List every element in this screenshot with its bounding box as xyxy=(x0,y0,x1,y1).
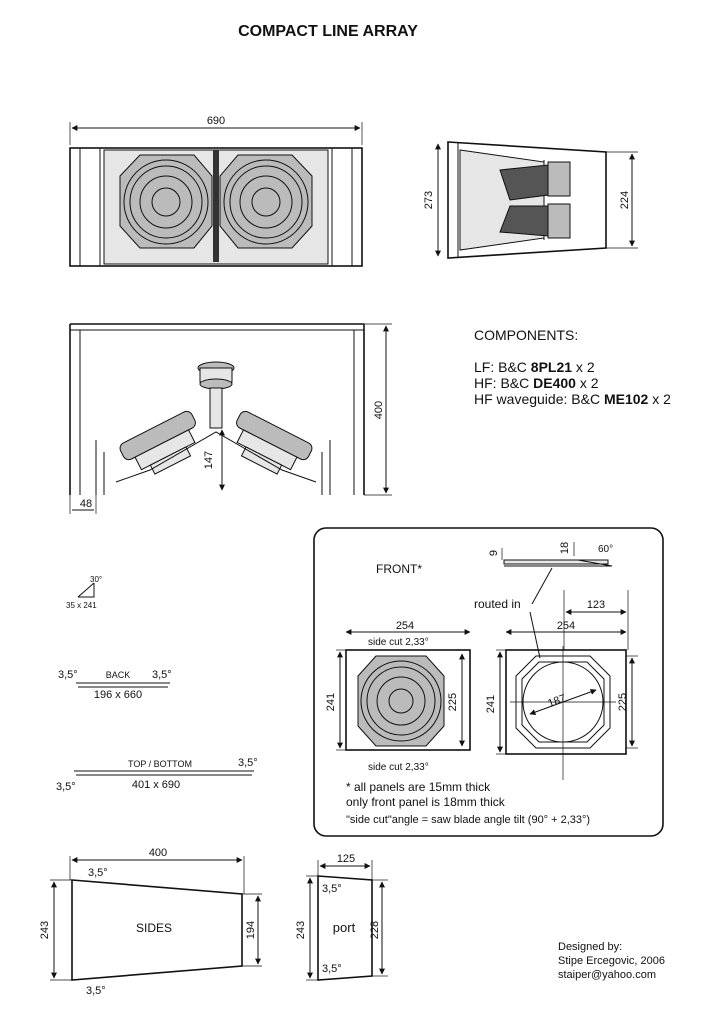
front-inner-right-label: 225 xyxy=(617,693,629,711)
front-width-left-label: 254 xyxy=(396,620,414,632)
hole-diameter-label: 187 xyxy=(546,692,567,710)
component-lf: LF: B&C 8PL21 x 2 xyxy=(474,359,595,375)
side-view: 273 224 xyxy=(423,141,638,259)
port-width-label: 125 xyxy=(337,853,355,865)
port-angle-top: 3,5° xyxy=(322,883,342,895)
sides-angle-top: 3,5° xyxy=(88,867,108,879)
top-bottom-angle-right: 3,5° xyxy=(238,757,258,769)
component-hf: HF: B&C DE400 x 2 xyxy=(474,375,599,391)
side-height-right-label: 224 xyxy=(619,191,631,209)
port-angle-bottom: 3,5° xyxy=(322,963,342,975)
front-width-right-label: 254 xyxy=(557,620,575,632)
sides-width-label: 400 xyxy=(149,847,167,859)
front-panel-label: FRONT* xyxy=(376,562,422,576)
sides-height-right-label: 194 xyxy=(245,921,257,939)
credits-line-3: staiper@yahoo.com xyxy=(558,969,656,981)
routed-in-label: routed in xyxy=(474,597,521,611)
angle-60-label: 60° xyxy=(598,544,613,555)
top-offset-label: 48 xyxy=(80,498,92,510)
front-width-label: 690 xyxy=(207,115,225,127)
component-waveguide: HF waveguide: B&C ME102 x 2 xyxy=(474,391,671,407)
sides-label: SIDES xyxy=(136,921,172,935)
port-label: port xyxy=(333,920,356,935)
back-angle-right: 3,5° xyxy=(152,669,172,681)
top-bottom-label: TOP / BOTTOM xyxy=(128,759,192,769)
front-height-right-label: 241 xyxy=(485,695,497,713)
back-panel: 3,5° BACK 3,5° 196 x 660 xyxy=(58,669,172,701)
dim-18-label: 18 xyxy=(559,542,571,554)
side-height-left-label: 273 xyxy=(423,191,435,209)
port-height-right-label: 228 xyxy=(369,921,381,939)
top-bottom-panel: TOP / BOTTOM 3,5° 3,5° 401 x 690 xyxy=(56,757,258,793)
front-view: 690 xyxy=(69,115,363,267)
brace-size-label: 35 x 241 xyxy=(66,601,97,610)
back-size-label: 196 x 660 xyxy=(94,689,142,701)
components-list: COMPONENTS: LF: B&C 8PL21 x 2 HF: B&C DE… xyxy=(474,327,671,407)
credits-line-2: Stipe Ercegovic, 2006 xyxy=(558,955,665,967)
top-view: 147 400 48 xyxy=(69,323,392,514)
port-panel: 125 243 228 3,5° port 3,5° xyxy=(295,853,388,981)
brace-part: 30° 35 x 241 xyxy=(66,575,102,610)
dim-9-label: 9 xyxy=(488,550,500,556)
sides-angle-bottom: 3,5° xyxy=(86,985,106,997)
back-label: BACK xyxy=(106,670,131,680)
side-cut-bottom-label: side cut 2,33° xyxy=(368,762,429,773)
dim-123-label: 123 xyxy=(587,599,605,611)
top-bottom-size-label: 401 x 690 xyxy=(132,779,180,791)
front-inner-left-label: 225 xyxy=(447,693,459,711)
credits-line-1: Designed by: xyxy=(558,941,622,953)
note-line-2: only front panel is 18mm thick xyxy=(346,795,506,809)
top-bottom-angle-left: 3,5° xyxy=(56,781,76,793)
front-panel-box: FRONT* 9 18 60° routed in 123 254 side c… xyxy=(313,527,664,837)
side-cut-top-label: side cut 2,33° xyxy=(368,637,429,648)
note-line-1: * all panels are 15mm thick xyxy=(346,780,491,794)
components-heading: COMPONENTS: xyxy=(474,327,578,343)
top-height-label: 147 xyxy=(203,451,215,469)
page-title: COMPACT LINE ARRAY xyxy=(238,23,418,40)
back-angle-left: 3,5° xyxy=(58,669,78,681)
sides-panel: 400 3,5° 243 194 SIDES 3,5° xyxy=(39,847,262,997)
top-depth-label: 400 xyxy=(373,401,385,419)
port-height-left-label: 243 xyxy=(295,921,307,939)
credits: Designed by: Stipe Ercegovic, 2006 staip… xyxy=(558,941,665,981)
brace-angle-label: 30° xyxy=(90,575,102,584)
front-height-left-label: 241 xyxy=(325,693,337,711)
sides-height-left-label: 243 xyxy=(39,921,51,939)
note-line-3: "side cut"angle = saw blade angle tilt (… xyxy=(346,814,590,826)
